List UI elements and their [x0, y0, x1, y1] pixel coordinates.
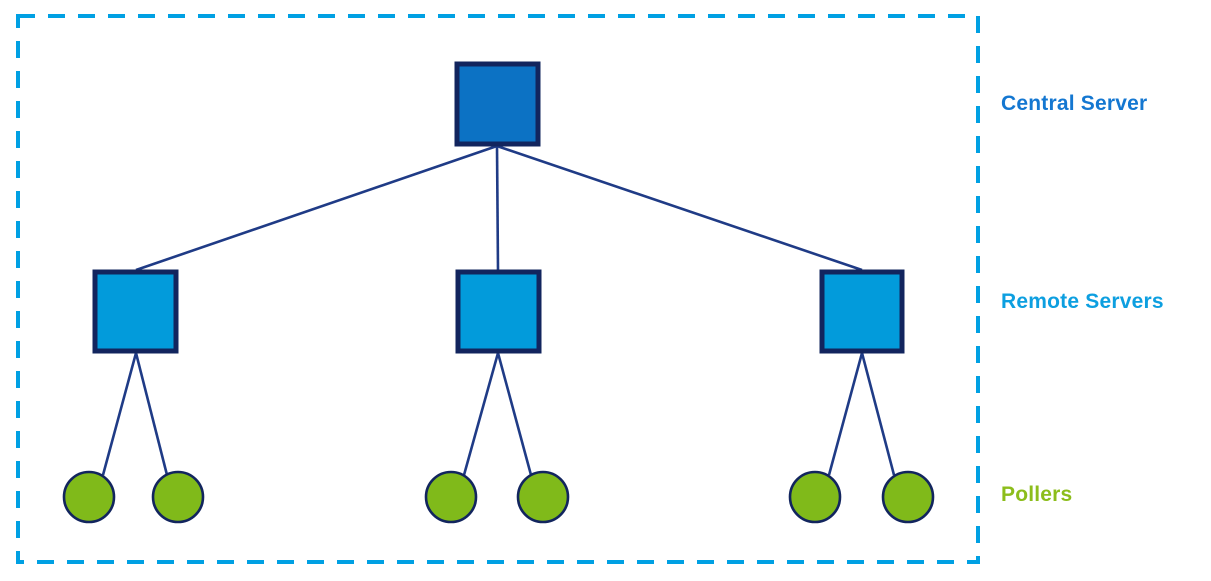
edge-remote-3-to-poller-6: [860, 352, 896, 476]
connector-group-remote-to-pollers: [101, 352, 896, 476]
remote-server-node-2[interactable]: [455, 269, 542, 354]
central-server-node[interactable]: [454, 61, 541, 147]
connector-group-central-to-remote: [135, 144, 863, 272]
poller-node-3[interactable]: [424, 470, 478, 524]
poller-node-2[interactable]: [151, 470, 205, 524]
node-group-pollers: [62, 470, 935, 524]
poller-node-1[interactable]: [62, 470, 116, 524]
edge-remote-1-to-poller-2: [134, 352, 169, 476]
edge-central-to-remote-2: [495, 145, 500, 271]
remote-server-node-3[interactable]: [819, 269, 905, 354]
poller-node-5[interactable]: [788, 470, 842, 524]
edge-central-to-remote-1: [135, 144, 498, 272]
remote-server-node-1[interactable]: [92, 269, 179, 354]
node-group-central-server: [454, 61, 541, 147]
node-group-remote-servers: [92, 269, 905, 354]
edge-central-to-remote-3: [496, 144, 863, 272]
edge-remote-2-to-poller-3: [462, 352, 500, 476]
edge-remote-3-to-poller-5: [827, 352, 864, 476]
poller-node-6[interactable]: [881, 470, 935, 524]
tier-label-central-server: Central Server: [1001, 92, 1148, 115]
edge-remote-1-to-poller-1: [101, 352, 138, 476]
deployment-boundary-box: [16, 14, 980, 564]
poller-node-4[interactable]: [516, 470, 570, 524]
tier-label-remote-servers: Remote Servers: [1001, 290, 1164, 313]
edge-remote-2-to-poller-4: [496, 352, 533, 476]
tier-label-pollers: Pollers: [1001, 483, 1073, 506]
